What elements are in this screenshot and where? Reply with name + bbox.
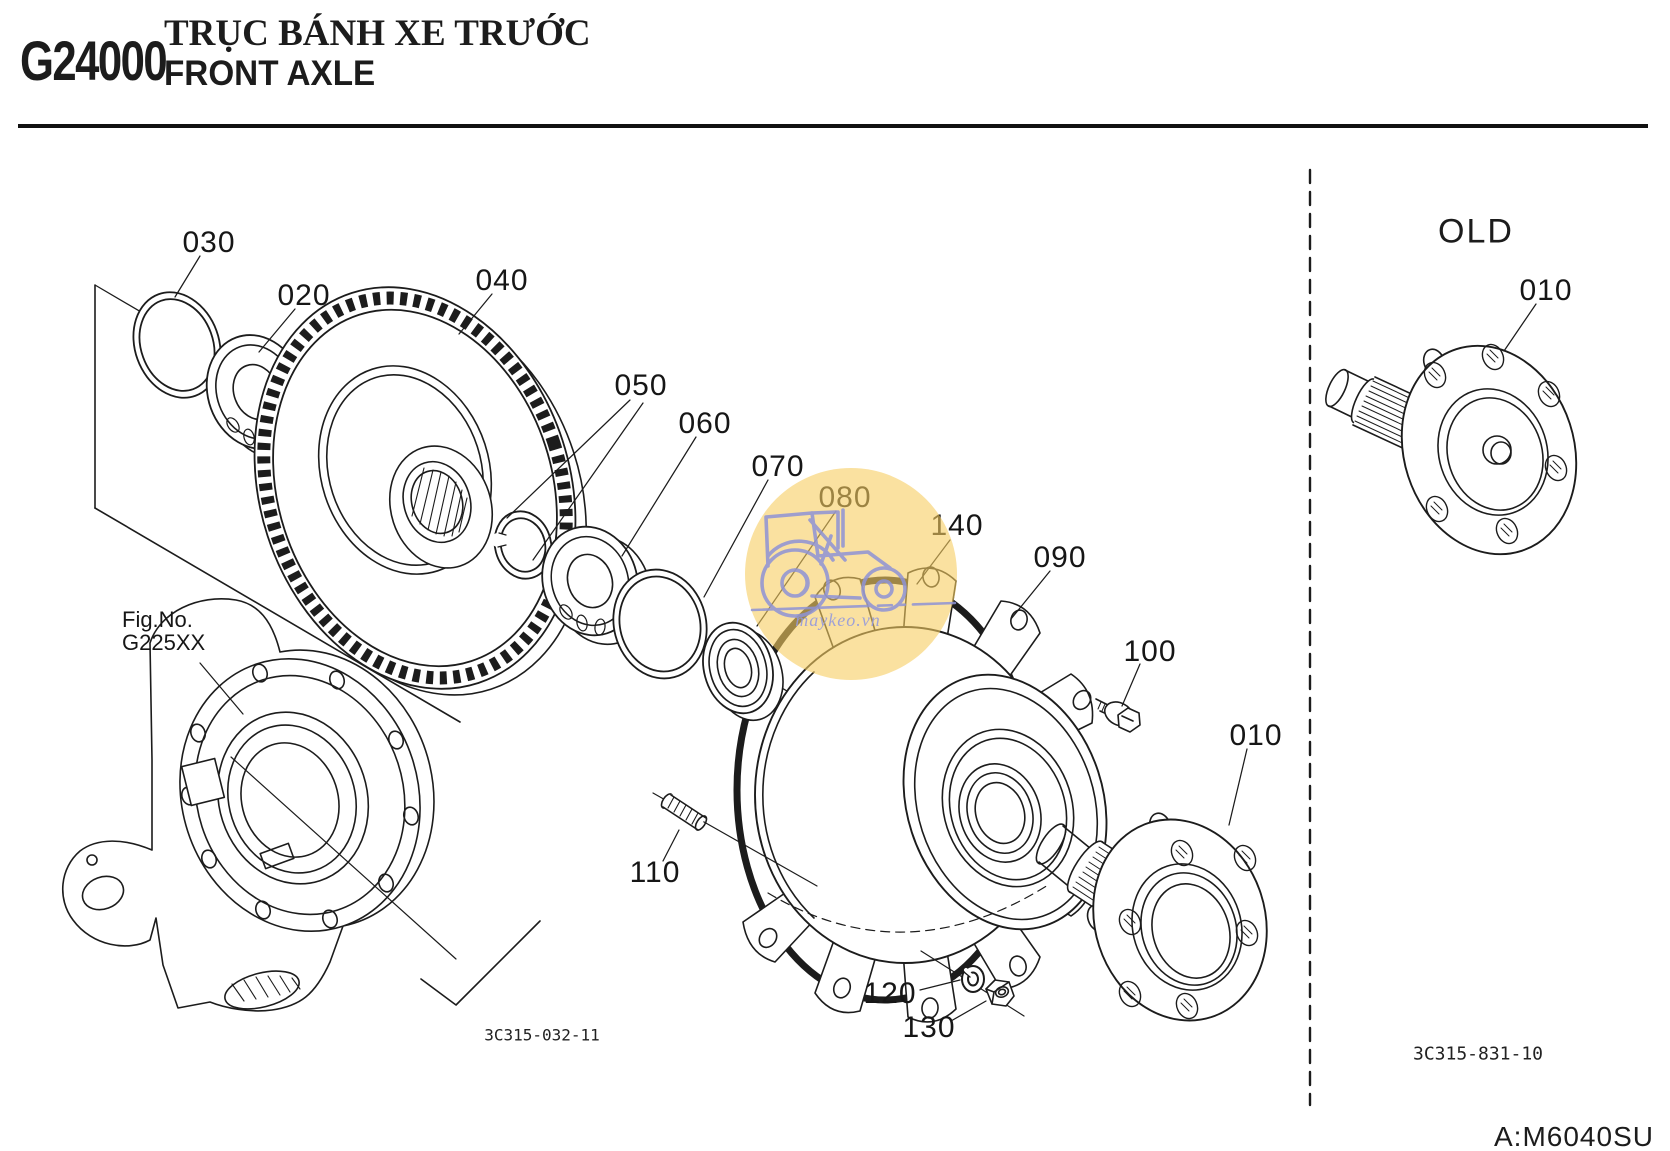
callout-050: 050 [614, 369, 668, 402]
knuckle-housing-drawing [61, 598, 457, 1012]
drawing-number-main: 3C315-032-11 [484, 1025, 600, 1045]
callout-140: 140 [930, 509, 984, 542]
washer-120-drawing [961, 965, 985, 993]
gear-040-drawing [253, 286, 588, 696]
callout-010: 010 [1229, 719, 1283, 752]
flange-bolt-holes [1118, 839, 1259, 1020]
reference-panel [94, 284, 541, 1006]
stud-110-drawing [652, 792, 818, 887]
fig-no-value: G225XX [122, 630, 206, 655]
callout-110: 110 [629, 856, 681, 889]
snap-ring-050-drawing [491, 510, 553, 580]
callout-130: 130 [902, 1011, 956, 1044]
knuckle-axis-line [230, 756, 457, 960]
old-section-label: OLD [1438, 212, 1514, 251]
page-title-vietnamese: TRỤC BÁNH XE TRƯỚC [164, 13, 591, 54]
callout-100: 100 [1123, 635, 1177, 668]
old-axle-flange-010-drawing [1325, 303, 1578, 556]
page-title-english: FRONT AXLE [164, 54, 376, 93]
fig-no-label: Fig.No. [122, 607, 193, 632]
ring-070-drawing [612, 568, 708, 680]
model-code: A:M6040SU [1494, 1121, 1654, 1151]
hub-case-090-drawing [742, 566, 1108, 1023]
callout-060: 060 [678, 407, 732, 440]
callout-040: 040 [475, 264, 529, 297]
callout-070: 070 [751, 450, 805, 483]
callout-120: 120 [863, 977, 917, 1010]
callout-080: 080 [818, 481, 872, 514]
header-divider [18, 124, 1648, 128]
axle-flange-010-drawing [1035, 812, 1268, 1022]
callout-090: 090 [1033, 541, 1087, 574]
bolt-100-drawing [1095, 698, 1141, 733]
o-ring-030-drawing [132, 291, 222, 399]
drawing-number-old: 3C315-831-10 [1412, 1043, 1544, 1065]
figure-reference: Fig.No. G225XX [122, 608, 205, 654]
nut-130-drawing [985, 979, 1015, 1007]
callout-010-old: 010 [1519, 274, 1573, 307]
section-code: G24000 [20, 29, 168, 92]
callout-020: 020 [277, 279, 331, 312]
callout-030: 030 [182, 226, 236, 259]
